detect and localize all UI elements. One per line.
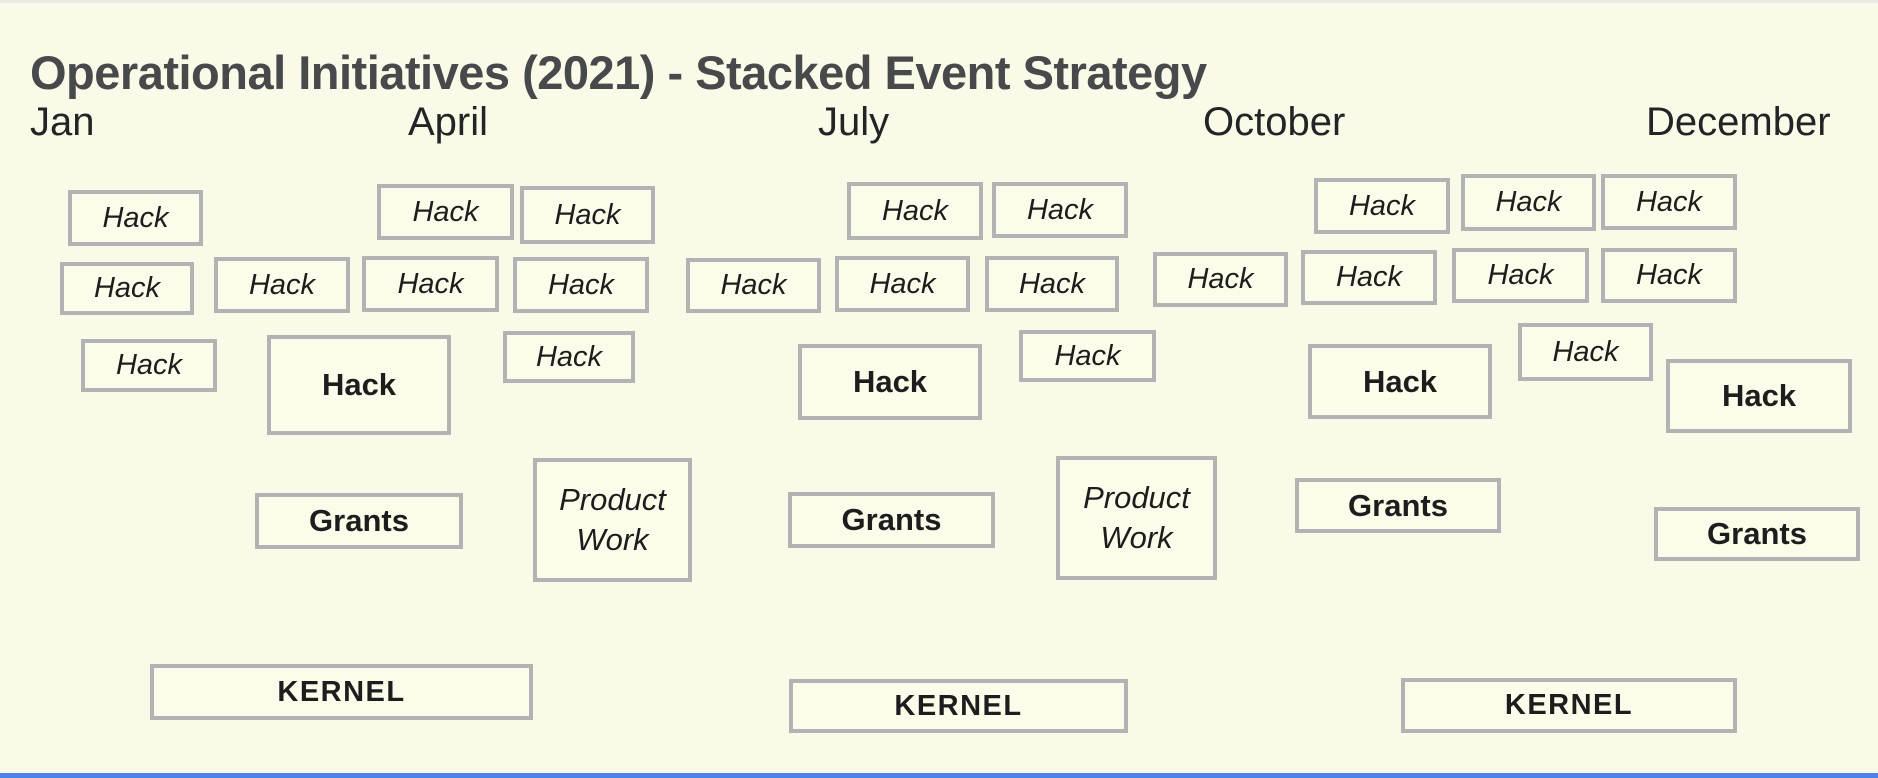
window-top-edge [0, 0, 1878, 3]
hack-box-small: Hack [362, 256, 499, 312]
grants-box: Grants [1654, 507, 1860, 561]
kernel-box: KERNEL [789, 679, 1128, 733]
product-work-box: Product Work [533, 458, 692, 582]
grants-box: Grants [255, 493, 463, 549]
hack-box-small: Hack [1601, 174, 1737, 230]
hack-box-small: Hack [1314, 178, 1450, 234]
hack-box-small: Hack [503, 331, 635, 383]
hack-box-small: Hack [1452, 248, 1589, 303]
hack-box-small: Hack [847, 182, 983, 240]
month-label-december: December [1646, 100, 1831, 144]
kernel-box: KERNEL [1401, 678, 1737, 733]
month-label-july: July [818, 100, 890, 144]
hack-box-small: Hack [60, 262, 194, 315]
page-title: Operational Initiatives (2021) - Stacked… [30, 46, 1207, 100]
hack-box-small: Hack [214, 257, 350, 313]
grants-box: Grants [1295, 478, 1501, 533]
hack-box-small: Hack [81, 339, 217, 392]
hack-box-small: Hack [377, 184, 514, 240]
hack-box-small: Hack [686, 258, 821, 313]
hack-box-small: Hack [513, 257, 649, 313]
hack-box-small: Hack [1153, 252, 1288, 307]
hack-box-small: Hack [1019, 330, 1156, 382]
hack-box-small: Hack [985, 256, 1119, 312]
month-label-april: April [408, 100, 489, 144]
window-bottom-edge [0, 773, 1878, 778]
hack-box-small: Hack [1601, 248, 1737, 303]
hack-box-small: Hack [835, 256, 970, 312]
hack-box-large: Hack [798, 344, 982, 420]
hack-box-small: Hack [1461, 174, 1596, 231]
month-label-october: October [1203, 100, 1346, 144]
kernel-box: KERNEL [150, 664, 533, 720]
hack-box-small: Hack [520, 186, 655, 244]
hack-box-large: Hack [1666, 359, 1852, 433]
hack-box-small: Hack [68, 190, 203, 246]
month-label-jan: Jan [30, 100, 95, 144]
hack-box-large: Hack [1308, 344, 1492, 419]
grants-box: Grants [788, 492, 995, 548]
hack-box-small: Hack [1518, 323, 1653, 381]
hack-box-large: Hack [267, 335, 451, 435]
hack-box-small: Hack [1301, 250, 1437, 305]
product-work-box: Product Work [1056, 456, 1217, 580]
hack-box-small: Hack [992, 182, 1128, 238]
